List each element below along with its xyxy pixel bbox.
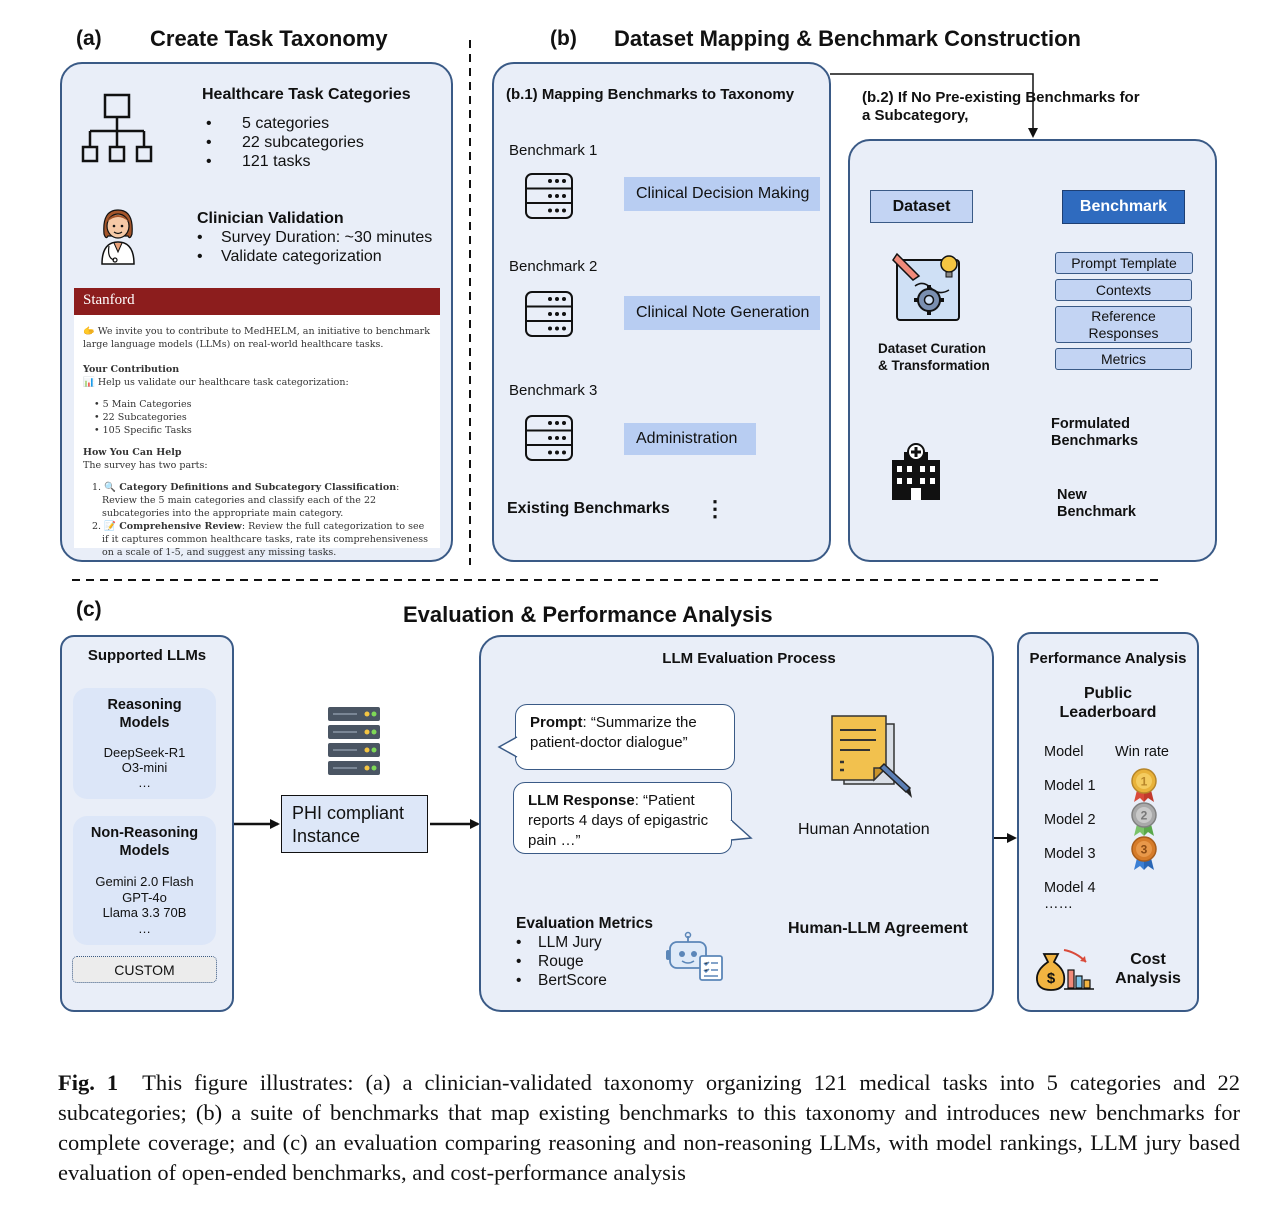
response-bubble-tail (728, 819, 753, 841)
svg-text:3: 3 (1141, 843, 1148, 857)
phi-compliant-instance: PHI compliant Instance (281, 795, 428, 853)
doctor-icon (101, 209, 135, 265)
bronze-medal-icon: 3 (1131, 836, 1157, 870)
section-c-title: Evaluation & Performance Analysis (403, 602, 773, 627)
taxonomy-target: Clinical Decision Making (624, 177, 820, 211)
taxonomy-target: Clinical Note Generation (624, 296, 820, 330)
agreement-label: Human-LLM Agreement (788, 920, 968, 937)
eval-heading: LLM Evaluation Process (662, 650, 836, 667)
category-stat: •5 categories (206, 115, 330, 132)
blueprint-gear-icon (892, 252, 960, 321)
database-icon (525, 291, 573, 337)
svg-text:1: 1 (1141, 775, 1148, 789)
response-bubble: LLM Response: “Patient reports 4 days of… (513, 782, 732, 854)
prompt-bubble: Prompt: “Summarize the patient-doctor di… (515, 704, 735, 770)
perf-heading: Performance Analysis (1029, 650, 1187, 667)
existing-benchmarks-label: Existing Benchmarks (507, 500, 670, 517)
col-winrate: Win rate (1115, 744, 1169, 760)
b1-heading: (b.1) Mapping Benchmarks to Taxonomy (506, 86, 795, 103)
survey-stat: • 22 Subcategories (94, 412, 187, 423)
reasoning-models-card: Reasoning Models DeepSeek-R1 O3-mini … (73, 688, 216, 799)
component-box: Reference Responses (1055, 306, 1192, 343)
prompt-bubble-tail (497, 736, 520, 758)
section-a-title: Create Task Taxonomy (150, 26, 388, 51)
survey-screenshot: Stanford 🫱 We invite you to contribute t… (74, 288, 440, 558)
benchmark-label: Benchmark 3 (509, 382, 598, 399)
col-model: Model (1044, 744, 1084, 760)
new-benchmark-label: New Benchmark (1057, 487, 1136, 520)
component-box: Metrics (1055, 348, 1192, 370)
survey-contribution-heading: Your Contribution (83, 364, 180, 375)
ellipsis-icon: ⋮ (704, 496, 726, 521)
survey-step-1: 1. 🔍 Category Definitions and Subcategor… (92, 482, 400, 519)
cost-analysis-label: Cost Analysis (1115, 951, 1181, 987)
figure-caption: Fig. 1 This figure illustrates: (a) a cl… (58, 1068, 1240, 1188)
money-bag-icon: $ (1036, 949, 1094, 991)
section-a-letter: (a) (76, 27, 102, 50)
benchmark-box: Benchmark (1062, 190, 1185, 224)
survey-stat: • 105 Specific Tasks (94, 425, 192, 436)
svg-text:2: 2 (1141, 809, 1148, 823)
stanford-header: Stanford (74, 288, 440, 315)
performance-panel (1017, 632, 1199, 1012)
robot-icon (666, 931, 723, 981)
custom-model-card: CUSTOM (72, 956, 217, 983)
survey-help-text: The survey has two parts: (83, 460, 208, 471)
categories-heading: Healthcare Task Categories (202, 86, 411, 103)
curation-label: Dataset Curation & Transformation (878, 341, 990, 373)
section-b-letter: (b) (550, 27, 577, 50)
formulated-benchmarks-label: Formulated Benchmarks (1051, 416, 1139, 449)
caption-label: Fig. 1 (58, 1070, 119, 1095)
metric-item: •Rouge (516, 953, 584, 970)
leaderboard-model: Model 2 (1044, 812, 1096, 828)
leaderboard-model: Model 4 (1044, 880, 1096, 896)
category-stat: •22 subcategories (206, 134, 364, 151)
database-icon (525, 415, 573, 461)
survey-intro: 🫱 We invite you to contribute to MedHELM… (83, 326, 430, 350)
section-c-letter: (c) (76, 598, 102, 621)
component-box: Contexts (1055, 279, 1192, 301)
document-pen-icon (831, 715, 912, 798)
caption-text: This figure illustrates: (a) a clinician… (58, 1070, 1241, 1185)
survey-contribution-text: 📊 Help us validate our healthcare task c… (83, 377, 349, 388)
silver-medal-icon: 2 (1131, 802, 1157, 836)
component-box: Prompt Template (1055, 252, 1193, 274)
svg-text:$: $ (1047, 970, 1056, 987)
hierarchy-icon (81, 93, 153, 163)
survey-stat: • 5 Main Categories (94, 399, 192, 410)
dataset-box: Dataset (870, 190, 973, 223)
llms-heading: Supported LLMs (87, 647, 207, 664)
taxonomy-target: Administration (624, 423, 756, 455)
leaderboard-title: Public Leaderboard (1059, 685, 1157, 721)
survey-help-heading: How You Can Help (83, 447, 182, 458)
gold-medal-icon: 1 (1131, 768, 1157, 802)
benchmark-label: Benchmark 1 (509, 142, 598, 159)
validation-item: •Survey Duration: ~30 minutes (197, 229, 433, 246)
server-icon (328, 707, 380, 775)
leaderboard-model: Model 3 (1044, 846, 1096, 862)
validation-item: •Validate categorization (197, 248, 382, 265)
metric-item: •BertScore (516, 972, 607, 989)
leaderboard-model: Model 1 (1044, 778, 1096, 794)
b2-heading: (b.2) If No Pre-existing Benchmarks for … (862, 89, 1140, 124)
non-reasoning-models-card: Non-Reasoning Models Gemini 2.0 Flash GP… (73, 816, 216, 945)
benchmark-label: Benchmark 2 (509, 258, 598, 275)
database-icon (525, 173, 573, 219)
survey-step-2: 2. 📝 Comprehensive Review: Review the fu… (92, 521, 428, 558)
validation-heading: Clinician Validation (197, 210, 344, 227)
leaderboard-model: …… (1044, 896, 1073, 912)
metrics-heading: Evaluation Metrics (516, 915, 653, 932)
human-annotation-label: Human Annotation (798, 821, 930, 838)
category-stat: •121 tasks (206, 153, 311, 170)
hospital-icon (892, 443, 940, 500)
section-b-title: Dataset Mapping & Benchmark Construction (614, 26, 1081, 51)
metric-item: •LLM Jury (516, 934, 602, 951)
